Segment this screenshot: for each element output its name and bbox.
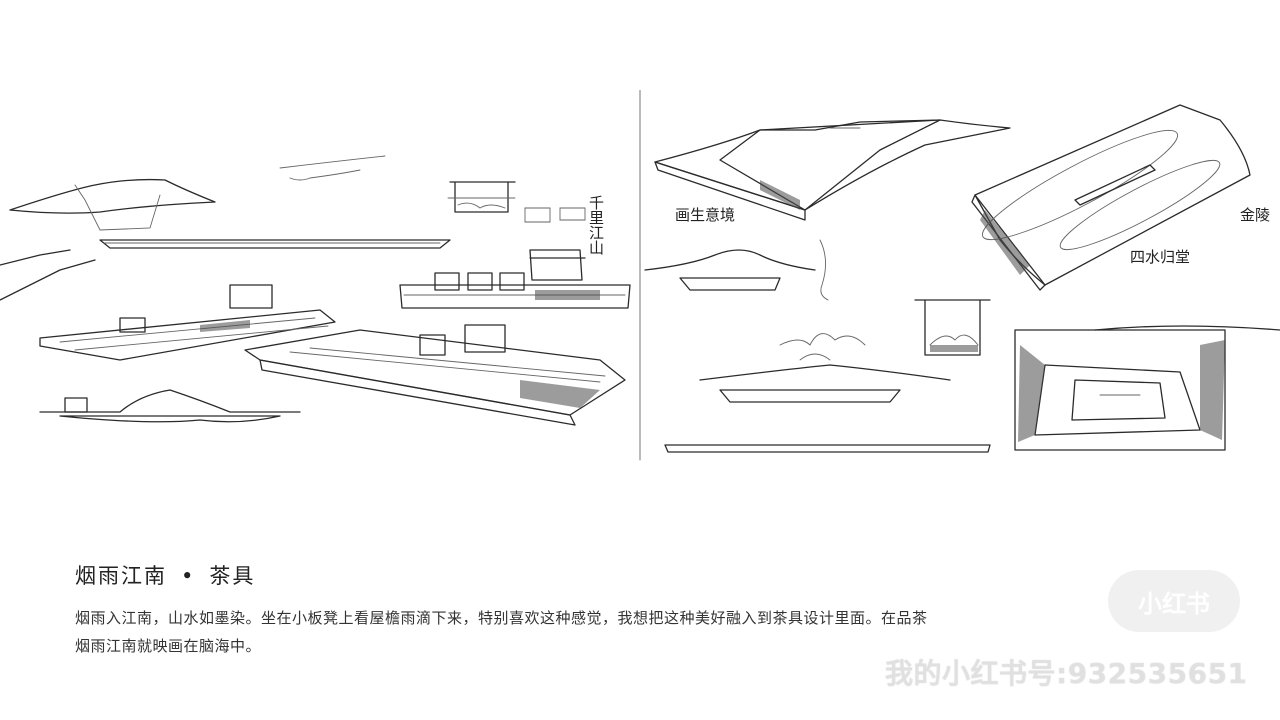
left-sketch-group: 千里江山	[0, 155, 631, 426]
title-separator: •	[181, 564, 196, 588]
sketch-illustration: 千里江山 画生意境 四水归堂 金陵	[0, 90, 1280, 510]
right-sketch-group: 画生意境 四水归堂 金陵	[644, 104, 1280, 453]
account-watermark: 我的小红书号:932535651	[885, 657, 1248, 690]
description-line-1: 烟雨入江南，山水如墨染。坐在小板凳上看屋檐雨滴下来，特别喜欢这种感觉，我想把这种…	[75, 609, 928, 627]
title-main: 烟雨江南	[75, 564, 167, 588]
description-paragraph: 烟雨入江南，山水如墨染。坐在小板凳上看屋檐雨滴下来，特别喜欢这种感觉，我想把这种…	[75, 604, 1205, 660]
logo-text: 小红书	[1138, 589, 1210, 618]
tea-set-sketches: 千里江山 画生意境 四水归堂 金陵	[0, 90, 1280, 461]
note-jinling: 金陵	[1240, 206, 1270, 224]
description-line-2: 烟雨江南就映画在脑海中。	[75, 637, 262, 655]
note-sishui-guitang: 四水归堂	[1130, 248, 1190, 266]
title-sub: 茶具	[209, 564, 256, 588]
note-qianli-jiangshan: 千里江山	[587, 195, 605, 255]
note-huasheng-yijing: 画生意境	[675, 206, 735, 224]
page-title: 烟雨江南 • 茶具	[75, 560, 255, 590]
xiaohongshu-logo-watermark: 小红书	[1108, 570, 1240, 632]
